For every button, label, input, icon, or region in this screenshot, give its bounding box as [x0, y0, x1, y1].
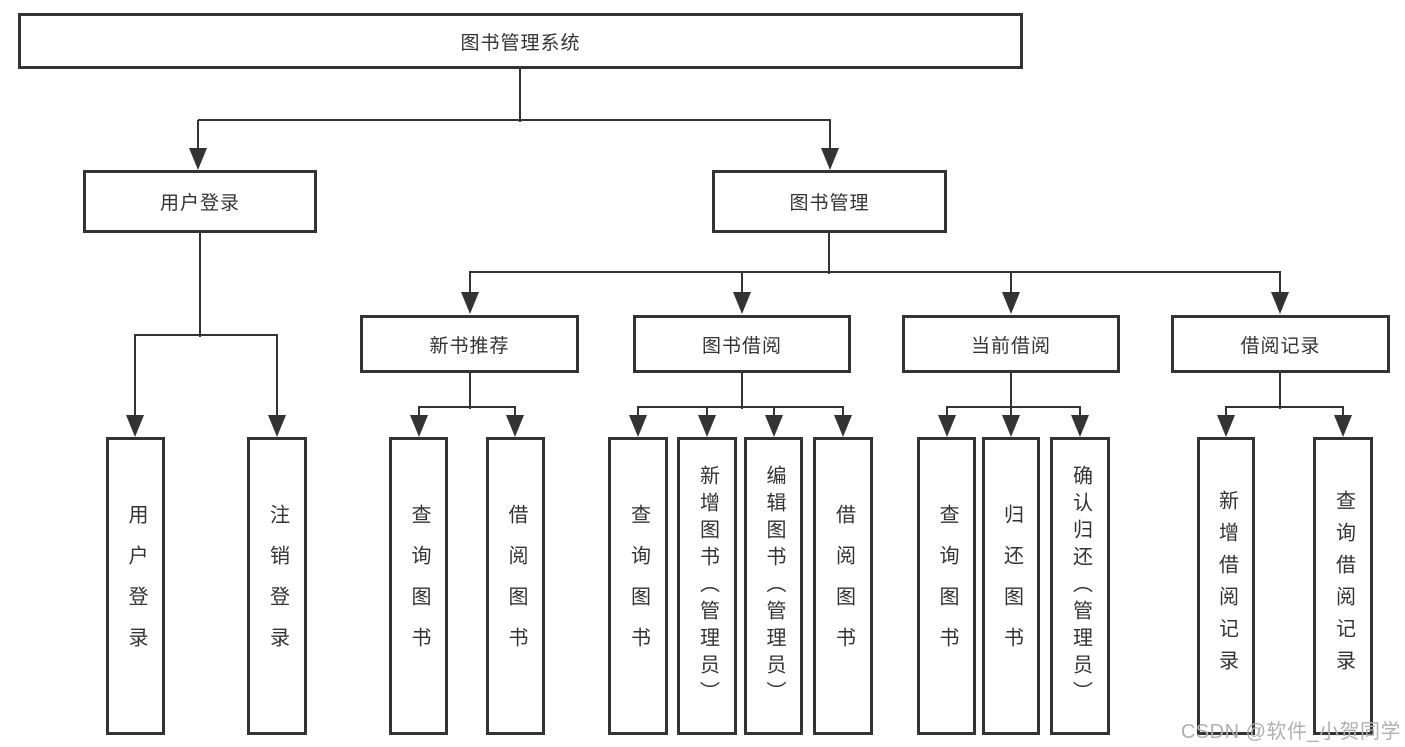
connector-drop-line [1009, 272, 1013, 296]
node-leaf-query-books-recommend: 查询图书 [389, 437, 448, 735]
node-leaf-query-borrow-record: 查询借阅记录 [1313, 437, 1373, 735]
node-label: 查询图书 [627, 504, 650, 668]
connector-drop-line [636, 407, 640, 419]
connector-rail [1225, 405, 1344, 409]
node-label: 确认归还（管理员） [1069, 464, 1092, 708]
connector-drop-line [1009, 407, 1013, 419]
connector-drop-line [740, 272, 744, 296]
node-book-management: 图书管理 [712, 170, 947, 233]
node-label: 查询图书 [408, 504, 430, 668]
arrow-down-icon [461, 292, 479, 314]
node-leaf-logout: 注销登录 [247, 437, 307, 735]
arrow-down-icon [821, 148, 839, 170]
arrow-down-icon [1217, 415, 1235, 437]
connector-rail [198, 118, 831, 122]
node-leaf-confirm-return-admin: 确认归还（管理员） [1050, 437, 1110, 735]
connector-rail [637, 405, 844, 409]
arrow-down-icon [1071, 415, 1089, 437]
node-label: 编辑图书（管理员） [763, 464, 785, 708]
node-label: 借阅图书 [505, 504, 527, 668]
node-leaf-user-login: 用户登录 [106, 437, 165, 735]
node-label: 归还图书 [1000, 504, 1023, 668]
node-leaf-add-books-admin: 新增图书（管理员） [677, 437, 737, 735]
connector-drop-line [1278, 272, 1282, 296]
node-label: 注销登录 [266, 504, 289, 668]
node-leaf-return-books: 归还图书 [982, 437, 1040, 735]
node-label: 用户登录 [125, 504, 147, 668]
arrow-down-icon [410, 415, 428, 437]
connector-drop-line [513, 407, 517, 419]
node-leaf-borrow-books-borrow: 借阅图书 [813, 437, 873, 735]
arrow-down-icon [834, 415, 852, 437]
arrow-down-icon [126, 415, 144, 437]
node-label: 借阅记录 [1240, 335, 1321, 357]
node-leaf-borrow-books-recommend: 借阅图书 [486, 437, 545, 735]
connector-drop-line [275, 335, 279, 419]
connector-stem [1278, 373, 1282, 409]
connector-rail [469, 270, 1281, 274]
arrow-down-icon [1334, 415, 1352, 437]
connector-drop-line [196, 120, 200, 152]
node-new-book-recommend: 新书推荐 [360, 315, 579, 373]
connector-stem [1009, 373, 1013, 409]
node-label: 借阅图书 [832, 504, 855, 668]
connector-rail [134, 333, 278, 337]
arrow-down-icon [698, 415, 716, 437]
node-leaf-query-books-current: 查询图书 [917, 437, 976, 735]
arrow-down-icon [765, 415, 783, 437]
connector-stem [827, 233, 831, 274]
node-leaf-edit-books-admin: 编辑图书（管理员） [744, 437, 803, 735]
arrow-down-icon [1002, 415, 1020, 437]
node-book-borrow: 图书借阅 [633, 315, 851, 373]
arrow-down-icon [506, 415, 524, 437]
arrow-down-icon [938, 415, 956, 437]
watermark: CSDN @软件_小贺同学 [1180, 721, 1401, 743]
node-system-root: 图书管理系统 [18, 13, 1023, 69]
node-borrow-records: 借阅记录 [1171, 315, 1390, 373]
connector-stem [740, 373, 744, 409]
node-label: 新增图书（管理员） [696, 464, 719, 708]
node-label: 图书借阅 [701, 335, 782, 357]
connector-drop-line [705, 407, 709, 419]
connector-drop-line [133, 335, 137, 419]
node-leaf-query-books-borrow: 查询图书 [608, 437, 668, 735]
node-label: 查询图书 [936, 504, 958, 668]
arrow-down-icon [268, 415, 286, 437]
connector-rail [418, 405, 516, 409]
connector-drop-line [945, 407, 949, 419]
connector-drop-line [417, 407, 421, 419]
connector-drop-line [1078, 407, 1082, 419]
node-label: 用户登录 [159, 193, 240, 214]
arrow-down-icon [629, 415, 647, 437]
node-user-login: 用户登录 [83, 170, 317, 233]
connector-drop-line [468, 272, 472, 296]
node-label: 图书管理 [789, 193, 870, 214]
node-label: 新增借阅记录 [1215, 490, 1238, 682]
arrow-down-icon [1002, 292, 1020, 314]
node-label: 图书管理系统 [460, 32, 581, 54]
node-label: 新书推荐 [429, 335, 510, 357]
connector-drop-line [1224, 407, 1228, 419]
arrow-down-icon [1271, 292, 1289, 314]
connector-stem [468, 373, 472, 409]
arrow-down-icon [733, 292, 751, 314]
connector-rail [946, 405, 1081, 409]
connector-stem [198, 233, 202, 337]
connector-drop-line [828, 120, 832, 152]
connector-stem [518, 69, 522, 122]
node-label: 查询借阅记录 [1332, 490, 1355, 682]
node-label: 当前借阅 [970, 335, 1051, 357]
connector-drop-line [841, 407, 845, 419]
connector-drop-line [1341, 407, 1345, 419]
arrow-down-icon [189, 148, 207, 170]
node-leaf-add-borrow-record: 新增借阅记录 [1197, 437, 1255, 735]
connector-drop-line [772, 407, 776, 419]
node-current-borrow: 当前借阅 [902, 315, 1120, 373]
